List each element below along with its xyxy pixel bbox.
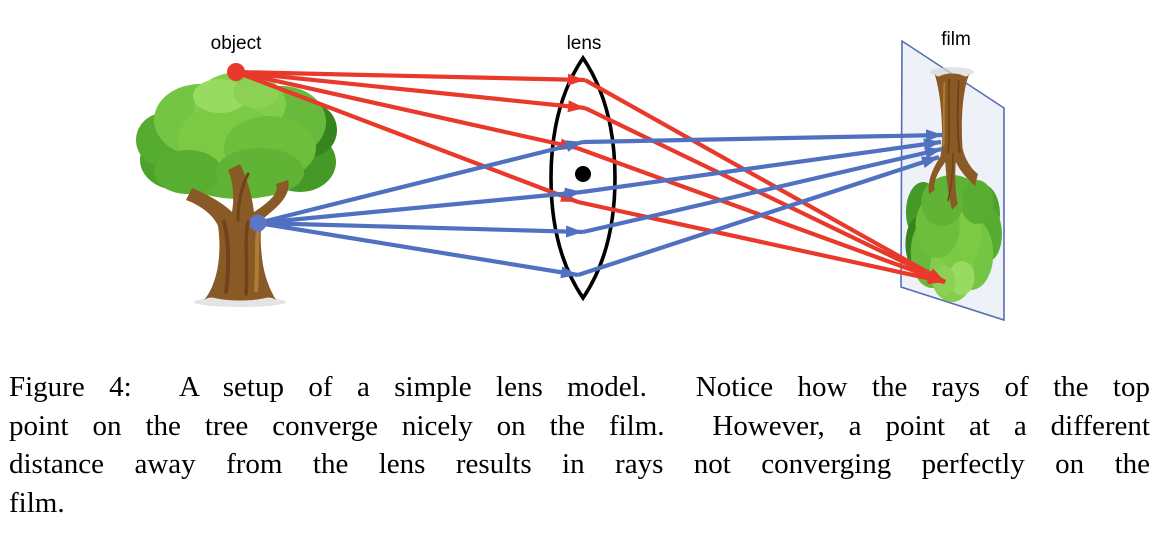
object-label: object	[211, 33, 262, 54]
blue-ray-segment-to-lens	[257, 187, 583, 226]
red-ray-segment-to-film	[584, 106, 946, 284]
red-ray-segment-to-lens	[235, 69, 578, 151]
source-points	[227, 63, 267, 232]
caption-line: distance away from the lens results in r…	[9, 448, 1150, 480]
red-ray-segment-to-lens	[235, 69, 586, 113]
blue-ray-segment-to-lens	[257, 139, 584, 226]
ray-group	[235, 69, 947, 285]
lens-diagram: object lens film	[134, 29, 1005, 322]
caption-line: film.	[9, 486, 65, 519]
object-tree-illustration	[134, 70, 339, 309]
blue-ray-segment-to-lens	[257, 220, 579, 279]
blue-ray-segment-to-film	[581, 138, 942, 195]
red-ray-segment-to-film	[577, 199, 946, 285]
red-ray-segment-to-lens	[235, 69, 586, 86]
caption-line: Figure 4: A setup of a simple lens model…	[9, 371, 1150, 403]
lens-model-figure: object lens film	[134, 29, 1005, 322]
blue-ray-segment-to-film	[577, 155, 940, 277]
object-top-point	[227, 63, 245, 81]
red-ray-segment-to-lens	[235, 70, 579, 204]
film-label: film	[941, 29, 971, 50]
blue-ray-segment-to-film	[582, 146, 943, 235]
lens-label: lens	[567, 33, 602, 54]
figure-caption: Figure 4: A setup of a simple lens model…	[0, 368, 1158, 522]
blue-ray-segment-to-lens	[257, 220, 584, 238]
object-trunk-point	[249, 214, 267, 232]
lens-shape	[549, 54, 617, 302]
red-ray-segment-to-film	[583, 78, 947, 284]
lens-center-dot	[575, 166, 591, 182]
blue-ray-segment-to-film	[582, 129, 944, 145]
caption-line: point on the tree converge nicely on the…	[9, 409, 1150, 442]
